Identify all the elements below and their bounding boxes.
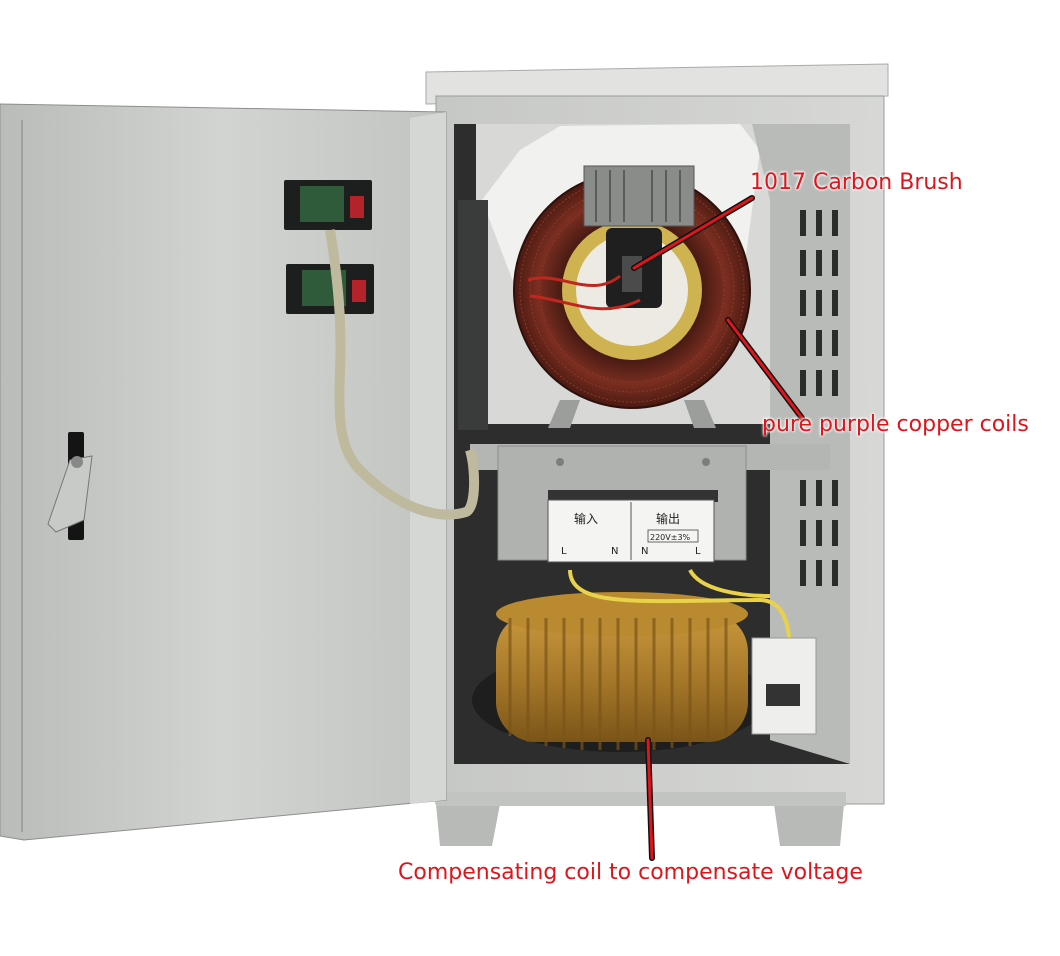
terminal-input-N: N [611,546,618,557]
cabinet-door [0,103,480,841]
carbon-brush-label: 1017 Carbon Brush [750,170,963,195]
terminal-output-N: N [641,546,648,557]
terminal-plate [497,445,747,563]
ventilation-slots [800,210,838,586]
terminal-output-L: L [695,546,701,557]
terminal-input-L: L [561,546,567,557]
copper-coils-label: pure purple copper coils [762,412,1029,437]
compensating-transformer [472,568,817,752]
terminal-rating: 220V±3% [650,533,691,542]
annotation-arrows [631,195,805,861]
compensating-coil-label: Compensating coil to compensate voltage [398,860,863,885]
terminal-output-label: 输出 [656,511,680,526]
regulator-coil [513,165,751,428]
terminal-input-label: 输入 [574,511,598,526]
